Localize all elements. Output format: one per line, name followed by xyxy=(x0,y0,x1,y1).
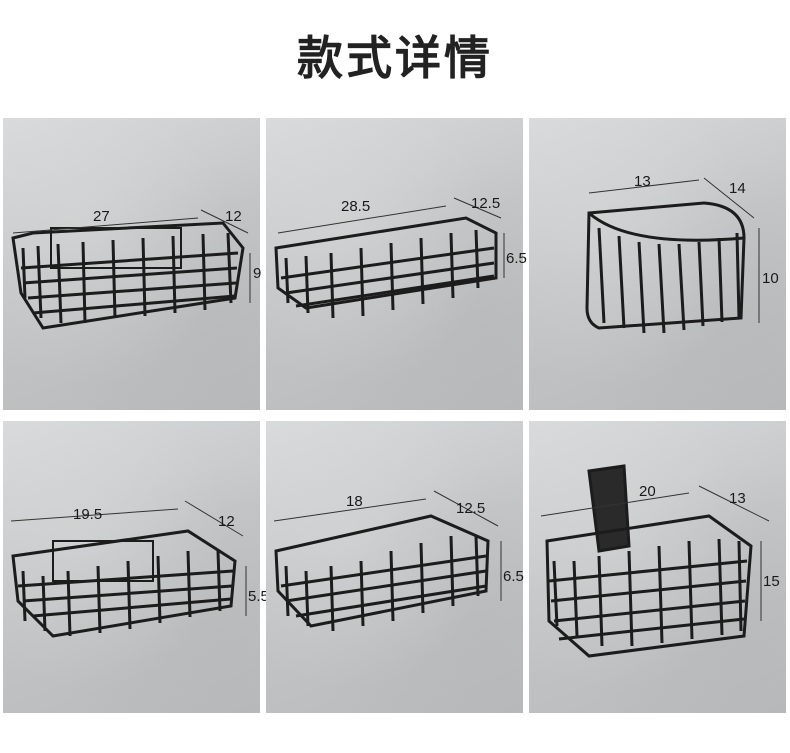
depth-label: 12.5 xyxy=(471,195,500,212)
height-label: 6.5 xyxy=(503,568,524,585)
width-label: 28.5 xyxy=(341,198,370,215)
height-label: 9 xyxy=(253,265,261,282)
height-label: 6.5 xyxy=(506,250,527,267)
height-label: 10 xyxy=(762,270,779,287)
width-label: 19.5 xyxy=(73,506,102,523)
product-tile-4: 19.5 12 5.5 xyxy=(3,421,269,713)
basket-illustration: 13 14 10 xyxy=(585,173,779,334)
product-tile-6: 20 13 15 xyxy=(529,421,786,713)
basket-illustration: 19.5 12 5.5 xyxy=(10,500,269,638)
basket-illustration: 28.5 12.5 6.5 xyxy=(274,195,527,319)
depth-label: 14 xyxy=(729,180,746,197)
basket-illustration: 20 13 15 xyxy=(540,464,780,658)
width-label: 13 xyxy=(634,173,651,190)
product-tile-3: 13 14 10 xyxy=(529,118,786,410)
width-label: 18 xyxy=(346,493,363,510)
depth-label: 12 xyxy=(225,208,242,225)
depth-label: 13 xyxy=(729,490,746,507)
page-title: 款式详情 xyxy=(297,31,493,85)
basket-illustration: 27 12 9 xyxy=(11,208,261,330)
height-label: 15 xyxy=(763,573,780,590)
width-label: 27 xyxy=(93,208,110,225)
depth-label: 12 xyxy=(218,513,235,530)
product-tile-1: 27 12 9 xyxy=(3,118,261,410)
width-label: 20 xyxy=(639,483,656,500)
depth-label: 12.5 xyxy=(456,500,485,517)
product-tile-5: 18 12.5 6.5 xyxy=(266,421,524,713)
product-tile-2: 28.5 12.5 6.5 xyxy=(266,118,527,410)
height-label: 5.5 xyxy=(248,588,269,605)
basket-illustration: 18 12.5 6.5 xyxy=(273,490,524,632)
